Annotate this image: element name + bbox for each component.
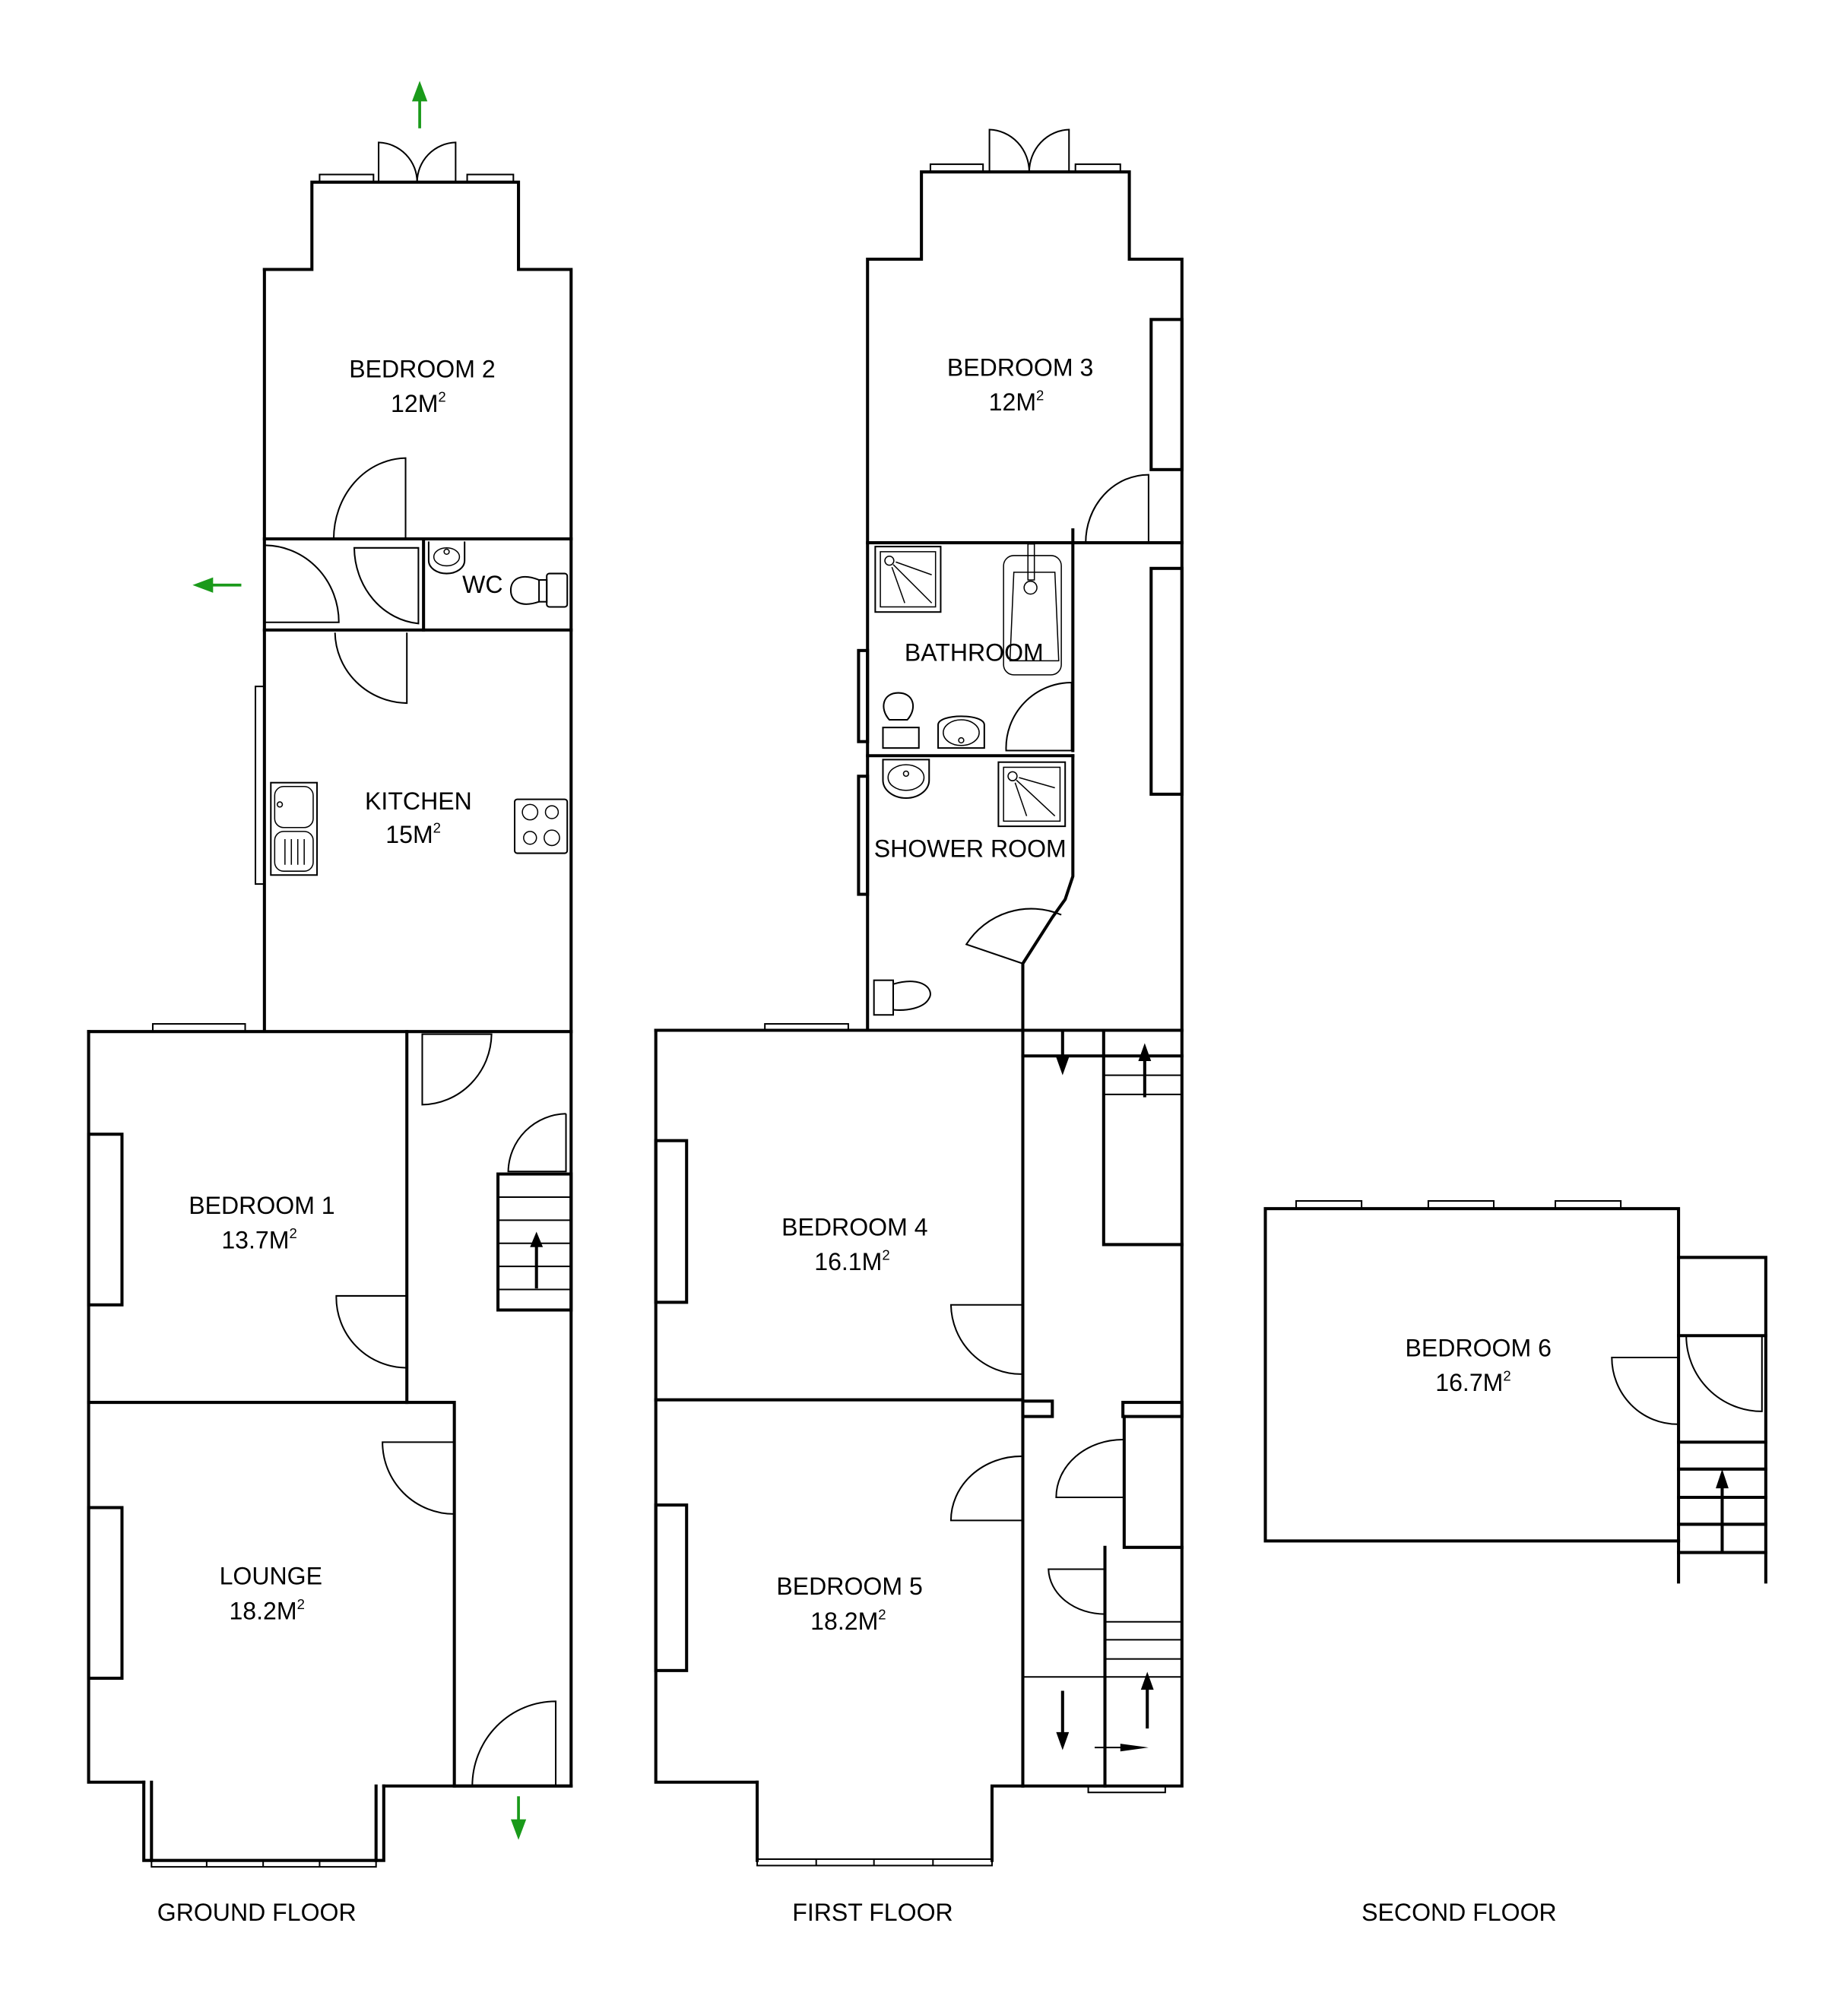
french-door-icon [988,128,1070,173]
room-label-bedroom-4: BEDROOM 4 [781,1214,927,1241]
bedroom-4-rear-window [764,1023,849,1031]
sink-icon [882,759,930,799]
room-label-wc: WC [462,571,502,598]
toilet-icon [509,572,569,608]
room-area-bedroom-2: 12M2 [391,388,446,417]
door-swing-icon [334,632,408,705]
door-swing-icon [1005,682,1073,752]
room-area-lounge: 18.2M2 [229,1596,304,1625]
room-label-bedroom-5: BEDROOM 5 [776,1573,922,1600]
exit-arrow-icon [510,1796,527,1840]
toilet-icon [882,692,920,749]
room-area-bedroom-5: 18.2M2 [810,1606,886,1635]
exit-arrow-icon [192,577,242,593]
kitchen-sink-icon [270,781,319,876]
staircase [1677,1440,1767,1554]
skylight-window [1295,1200,1363,1210]
stair-direction-arrow-icon [530,1231,544,1289]
room-label-bedroom-2: BEDROOM 2 [349,355,495,382]
rear-window-left [929,163,984,173]
skylight-window [1555,1200,1622,1210]
door-swing-icon [949,1455,1022,1522]
floor-label-first: FIRST FLOOR [792,1899,953,1926]
hob-icon [513,798,569,854]
shower-tray-icon [874,546,942,613]
door-swing-icon [265,544,420,625]
exit-arrow-icon [411,81,428,128]
second-floor: BEDROOM 6 16.7M2 SECOND FLOOR [1263,1200,1767,1926]
stair-direction-arrow-icon [1716,1468,1729,1552]
room-label-shower-room: SHOWER ROOM [874,835,1067,863]
french-door-icon [378,141,457,182]
staircase [496,1172,573,1312]
room-area-bedroom-3: 12M2 [989,388,1044,417]
room-label-bedroom-3: BEDROOM 3 [947,354,1093,382]
door-swing-icon [965,908,1062,965]
door-swing-icon [1611,1356,1678,1425]
bedroom-3-wardrobe [1149,318,1184,471]
stair-direction-arrow-icon [1095,1744,1149,1752]
shower-room-window [857,775,870,896]
room-label-bathroom: BATHROOM [905,638,1044,666]
fireplace-lounge [87,1506,124,1681]
rear-window-right [1074,163,1121,173]
fireplace-bedroom-5 [654,1503,689,1672]
stair-direction-arrow-icon [1056,1690,1070,1750]
skylight-window [1427,1200,1495,1210]
rear-window-right [466,173,515,183]
shower-tray-icon [997,761,1067,828]
door-swing-icon [1685,1335,1763,1412]
bathtub-icon [1003,543,1062,676]
staircase [1021,1028,1184,1247]
door-swing-icon [471,1700,557,1786]
room-area-bedroom-1: 13.7M2 [221,1225,296,1254]
rear-window-left [319,173,375,183]
door-swing-icon [1048,1568,1105,1615]
door-swing-icon [949,1304,1022,1375]
door-swing-icon [382,1441,455,1515]
fireplace-bedroom-1 [87,1133,124,1307]
room-area-bedroom-6: 16.7M2 [1435,1367,1510,1396]
door-swing-icon [332,457,407,539]
toilet-icon [873,979,931,1016]
first-floor: BEDROOM 3 12M2 BATHROOM [654,128,1184,1926]
room-label-bedroom-1: BEDROOM 1 [189,1192,334,1219]
kitchen-window [255,686,265,885]
door-swing-icon [421,1033,493,1106]
ground-floor: WC KITCHEN 15M2 [87,81,573,1926]
bedroom-5-bay-window [756,1858,993,1867]
room-label-bedroom-6: BEDROOM 6 [1406,1334,1552,1361]
sink-icon [937,715,985,749]
stair-direction-arrow-icon [1056,1028,1070,1076]
door-swing-icon [1085,474,1149,543]
stair-direction-arrow-icon [1140,1671,1154,1729]
door-swing-icon [335,1294,406,1369]
fireplace-bedroom-4 [654,1139,689,1304]
stair-direction-arrow-icon [1138,1043,1152,1098]
sink-icon [427,541,466,575]
landing-front-window [1087,1785,1166,1794]
bathroom-window [857,648,870,743]
bedroom-1-rear-window [151,1023,246,1033]
room-area-bedroom-4: 16.1M2 [814,1247,889,1276]
landing-cupboard [1149,566,1184,796]
landing-partitions [1021,1399,1184,1788]
lounge-bay-window [151,1859,377,1868]
room-area-kitchen: 15M2 [385,820,441,849]
floor-label-second: SECOND FLOOR [1361,1899,1557,1926]
floor-label-ground: GROUND FLOOR [157,1899,357,1926]
door-swing-icon [507,1113,567,1173]
room-label-lounge: LOUNGE [220,1563,322,1590]
room-label-kitchen: KITCHEN [365,787,472,815]
door-swing-icon [1055,1438,1124,1498]
